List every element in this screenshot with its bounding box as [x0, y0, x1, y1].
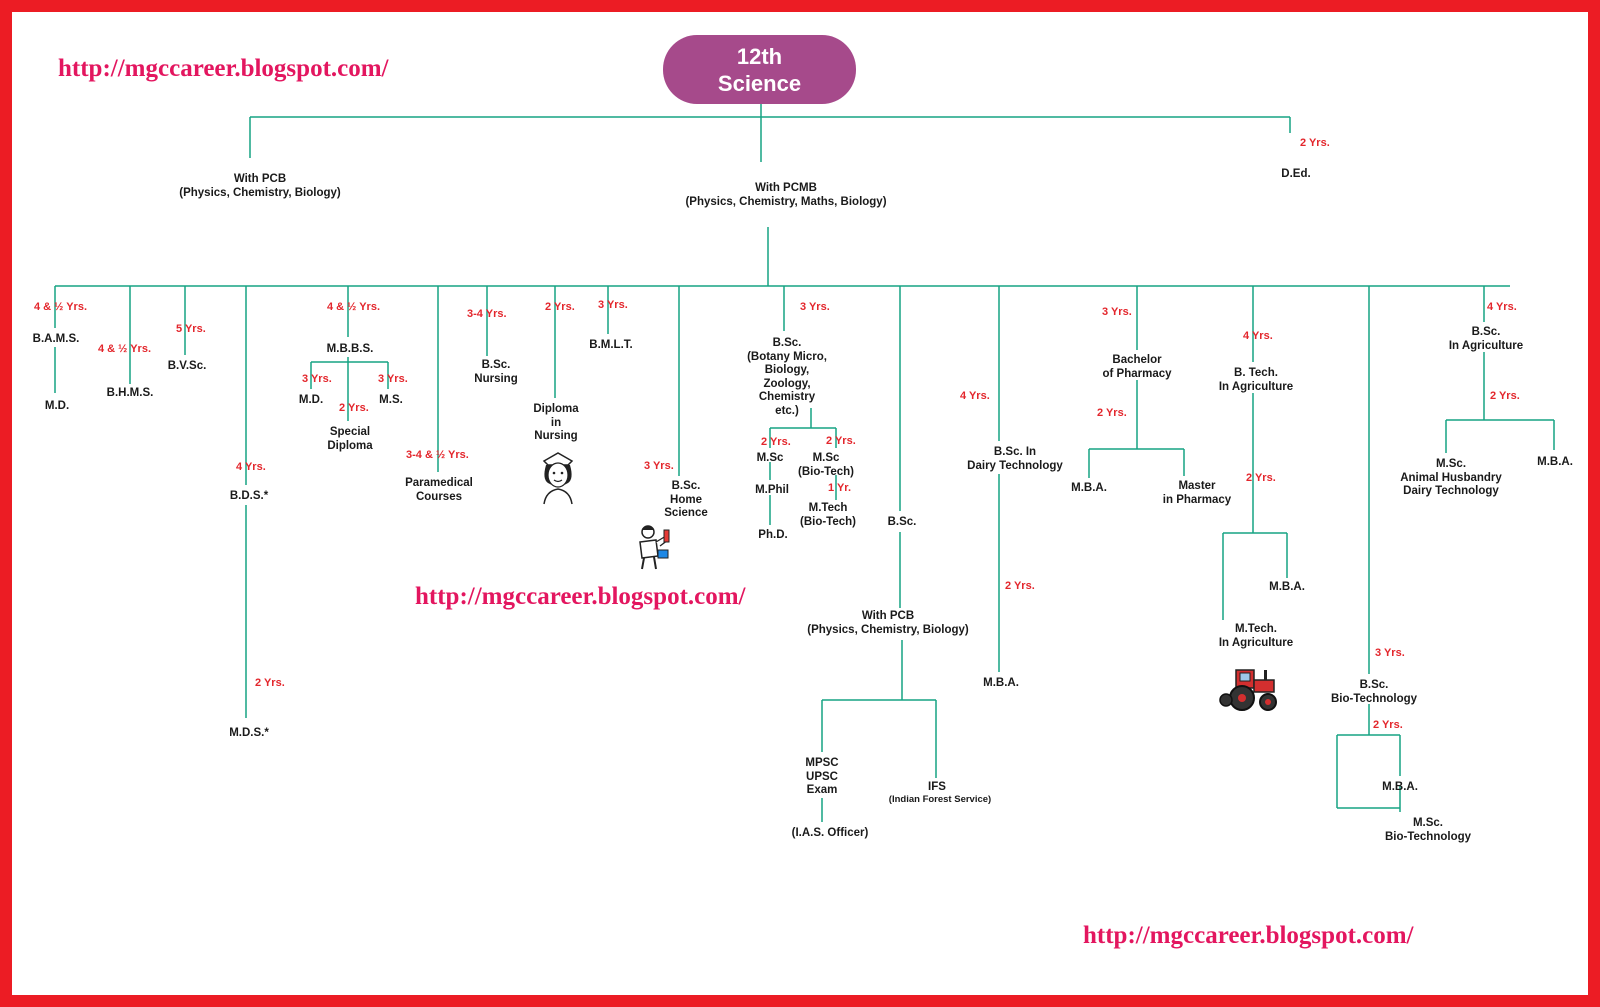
- duration-bsc-botany: 3 Yrs.: [800, 301, 830, 313]
- nurse-icon: [542, 452, 574, 505]
- duration-bhms: 4 & ½ Yrs.: [98, 343, 151, 355]
- duration-diploma-nursing: 2 Yrs.: [545, 301, 575, 313]
- node-ded: D.Ed.: [1281, 168, 1311, 180]
- node-bsc-dairy: B.Sc. In Dairy Technology: [967, 446, 1063, 472]
- node-msc-biotech: M.Sc (Bio-Tech): [797, 452, 855, 478]
- node-bsc-biotech: B.Sc. Bio-Technology: [1330, 679, 1418, 705]
- duration-special-diploma: 2 Yrs.: [339, 402, 369, 414]
- node-bsc: B.Sc.: [887, 516, 917, 528]
- node-ifs-full: (Indian Forest Service): [888, 794, 992, 805]
- root-node-12th-science: 12th Science: [663, 35, 856, 104]
- blog-url-top[interactable]: http://mgccareer.blogspot.com/: [58, 55, 389, 82]
- duration-mbbs: 4 & ½ Yrs.: [327, 301, 380, 313]
- node-diploma-nursing: Diploma in Nursing: [533, 403, 579, 442]
- node-bams: B.A.M.S.: [32, 333, 80, 345]
- duration-bscagri-post: 2 Yrs.: [1490, 390, 1520, 402]
- node-msc-animal-husbandry: M.Sc. Animal Husbandry Dairy Technology: [1400, 458, 1502, 497]
- node-mba-agri: M.B.A.: [1269, 581, 1305, 593]
- node-bmlt: B.M.L.T.: [589, 339, 633, 351]
- duration-bsc-nursing: 3-4 Yrs.: [467, 308, 507, 320]
- duration-bvsc: 5 Yrs.: [176, 323, 206, 335]
- duration-msc-biotech: 2 Yrs.: [826, 435, 856, 447]
- node-mbbs: M.B.B.S.: [326, 343, 374, 355]
- node-mba-bsc-agri: M.B.A.: [1537, 456, 1573, 468]
- duration-biotech-post: 2 Yrs.: [1373, 719, 1403, 731]
- duration-agri-post: 2 Yrs.: [1246, 472, 1276, 484]
- node-m-pharmacy: Master in Pharmacy: [1162, 480, 1232, 506]
- node-mba-dairy: M.B.A.: [983, 677, 1019, 689]
- duration-mba-dairy: 2 Yrs.: [1005, 580, 1035, 592]
- tractor-icon: [1219, 669, 1277, 711]
- node-msc-biotech-2: M.Sc. Bio-Technology: [1384, 817, 1472, 843]
- node-b-pharmacy: Bachelor of Pharmacy: [1102, 354, 1172, 380]
- node-home-science: B.Sc. Home Science: [664, 480, 708, 519]
- node-ifs: IFS: [928, 781, 946, 793]
- node-md-mbbs: M.D.: [298, 394, 324, 406]
- node-mds: M.D.S.*: [229, 727, 269, 739]
- duration-bsc-biotech: 3 Yrs.: [1375, 647, 1405, 659]
- duration-bsc-agri: 4 Yrs.: [1487, 301, 1517, 313]
- scientist-icon: [639, 525, 670, 570]
- node-md-bams: M.D.: [44, 400, 70, 412]
- node-btech-agri: B. Tech. In Agriculture: [1218, 367, 1294, 393]
- node-bds: B.D.S.*: [229, 490, 269, 502]
- node-mtech-biotech: M.Tech (Bio-Tech): [799, 502, 857, 528]
- duration-msc: 2 Yrs.: [761, 436, 791, 448]
- node-with-pcb-2: With PCB (Physics, Chemistry, Biology): [807, 610, 969, 636]
- duration-bmlt: 3 Yrs.: [598, 299, 628, 311]
- node-special-diploma: Special Diploma: [327, 426, 373, 452]
- node-with-pcmb: With PCMB (Physics, Chemistry, Maths, Bi…: [685, 182, 887, 208]
- node-ms: M.S.: [379, 394, 403, 406]
- duration-b-pharmacy: 3 Yrs.: [1102, 306, 1132, 318]
- node-bhms: B.H.M.S.: [106, 387, 154, 399]
- node-bvsc: B.V.Sc.: [167, 360, 207, 372]
- duration-btech-agri: 4 Yrs.: [1243, 330, 1273, 342]
- node-bsc-nursing: B.Sc. Nursing: [474, 359, 518, 385]
- duration-mds: 2 Yrs.: [255, 677, 285, 689]
- node-mphil: M.Phil: [755, 484, 789, 496]
- node-mpsc-upsc: MPSC UPSC Exam: [805, 757, 839, 796]
- node-ias-officer: (I.A.S. Officer): [791, 827, 869, 839]
- node-mba-pharmacy: M.B.A.: [1071, 482, 1107, 494]
- duration-home-science: 3 Yrs.: [644, 460, 674, 472]
- blog-url-bottom[interactable]: http://mgccareer.blogspot.com/: [1083, 922, 1414, 949]
- duration-bsc-dairy: 4 Yrs.: [960, 390, 990, 402]
- node-paramedical: Paramedical Courses: [405, 477, 473, 503]
- node-mtech-agri: M.Tech. In Agriculture: [1218, 623, 1294, 649]
- node-bsc-agri: B.Sc. In Agriculture: [1448, 326, 1524, 352]
- node-msc: M.Sc: [756, 452, 784, 464]
- duration-mtech-biotech: 1 Yr.: [828, 482, 852, 494]
- connector-lines: [54, 103, 1555, 822]
- duration-pharmacy-post: 2 Yrs.: [1097, 407, 1127, 419]
- node-with-pcb: With PCB (Physics, Chemistry, Biology): [179, 173, 341, 199]
- duration-ded: 2 Yrs.: [1300, 137, 1330, 149]
- duration-ms: 3 Yrs.: [378, 373, 408, 385]
- blog-url-middle[interactable]: http://mgccareer.blogspot.com/: [415, 583, 746, 610]
- duration-paramedical: 3-4 & ½ Yrs.: [406, 449, 469, 461]
- node-bsc-botany: B.Sc. (Botany Micro, Biology, Zoology, C…: [747, 337, 827, 417]
- duration-bds: 4 Yrs.: [236, 461, 266, 473]
- node-mba-biotech: M.B.A.: [1382, 781, 1418, 793]
- duration-md-mbbs: 3 Yrs.: [302, 373, 332, 385]
- duration-bams: 4 & ½ Yrs.: [34, 301, 87, 313]
- node-phd: Ph.D.: [758, 529, 788, 541]
